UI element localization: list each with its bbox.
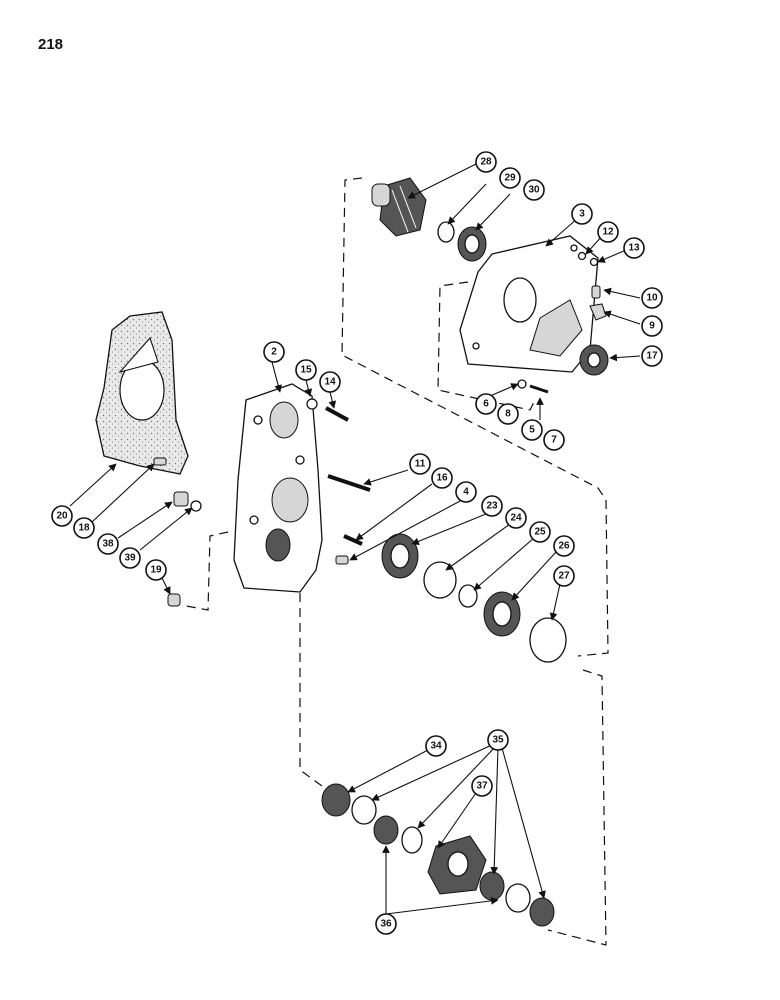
callout-12: 12 — [597, 221, 619, 243]
callout-30: 30 — [523, 179, 545, 201]
callout-35: 35 — [487, 729, 509, 751]
svg-text:39: 39 — [124, 553, 136, 564]
svg-text:5: 5 — [529, 425, 535, 436]
svg-text:17: 17 — [646, 351, 658, 362]
svg-text:26: 26 — [558, 541, 570, 552]
callout-4: 4 — [455, 481, 477, 503]
callout-13: 13 — [623, 237, 645, 259]
callout-24: 24 — [505, 507, 527, 529]
svg-text:8: 8 — [505, 409, 511, 420]
svg-text:9: 9 — [649, 321, 655, 332]
svg-text:30: 30 — [528, 185, 540, 196]
svg-text:16: 16 — [436, 473, 448, 484]
svg-text:15: 15 — [300, 365, 312, 376]
callout-14: 14 — [319, 371, 341, 393]
callout-3: 3 — [571, 203, 593, 225]
callout-20: 20 — [51, 505, 73, 527]
svg-text:20: 20 — [56, 511, 68, 522]
callout-36: 36 — [375, 913, 397, 935]
gasket — [95, 311, 189, 475]
svg-text:4: 4 — [463, 487, 469, 498]
svg-text:27: 27 — [558, 571, 570, 582]
callout-16: 16 — [431, 467, 453, 489]
callout-8: 8 — [497, 403, 519, 425]
callout-15: 15 — [295, 359, 317, 381]
svg-text:7: 7 — [551, 435, 557, 446]
callout-18: 18 — [73, 517, 95, 539]
callout-17: 17 — [641, 345, 663, 367]
svg-text:28: 28 — [480, 157, 492, 168]
leader-lines — [69, 163, 641, 915]
svg-text:13: 13 — [628, 243, 640, 254]
svg-text:29: 29 — [504, 173, 516, 184]
callout-10: 10 — [641, 287, 663, 309]
pinion-gear — [371, 177, 427, 237]
assembly-dashed-lines — [185, 177, 609, 946]
svg-text:36: 36 — [380, 919, 392, 930]
svg-text:19: 19 — [150, 565, 162, 576]
callout-37: 37 — [471, 775, 493, 797]
svg-text:38: 38 — [102, 539, 114, 550]
svg-text:24: 24 — [510, 513, 522, 524]
gear-housing — [233, 383, 323, 593]
svg-text:25: 25 — [534, 527, 546, 538]
callout-5: 5 — [521, 419, 543, 441]
callout-23: 23 — [481, 495, 503, 517]
callout-7: 7 — [543, 429, 565, 451]
callout-27: 27 — [553, 565, 575, 587]
fasteners — [153, 251, 607, 607]
gear-cover — [459, 235, 599, 373]
svg-text:6: 6 — [483, 399, 489, 410]
callout-6: 6 — [475, 393, 497, 415]
svg-text:11: 11 — [415, 459, 426, 470]
callout-38: 38 — [97, 533, 119, 555]
callout-9: 9 — [641, 315, 663, 337]
svg-text:12: 12 — [602, 227, 614, 238]
svg-text:10: 10 — [646, 293, 658, 304]
svg-text:23: 23 — [486, 501, 498, 512]
callout-11: 11 — [409, 453, 431, 475]
svg-text:14: 14 — [324, 377, 336, 388]
callout-28: 28 — [475, 151, 497, 173]
callout-29: 29 — [499, 167, 521, 189]
callout-19: 19 — [145, 559, 167, 581]
callout-39: 39 — [119, 547, 141, 569]
callout-26: 26 — [553, 535, 575, 557]
svg-text:2: 2 — [271, 347, 277, 358]
callout-2: 2 — [263, 341, 285, 363]
svg-text:18: 18 — [78, 523, 90, 534]
svg-text:35: 35 — [492, 735, 504, 746]
callout-25: 25 — [529, 521, 551, 543]
page-number: 218 — [38, 36, 64, 53]
svg-text:3: 3 — [579, 209, 585, 220]
callout-34: 34 — [425, 735, 447, 757]
svg-text:37: 37 — [476, 781, 488, 792]
svg-text:34: 34 — [430, 741, 442, 752]
idler-gear — [427, 835, 487, 895]
